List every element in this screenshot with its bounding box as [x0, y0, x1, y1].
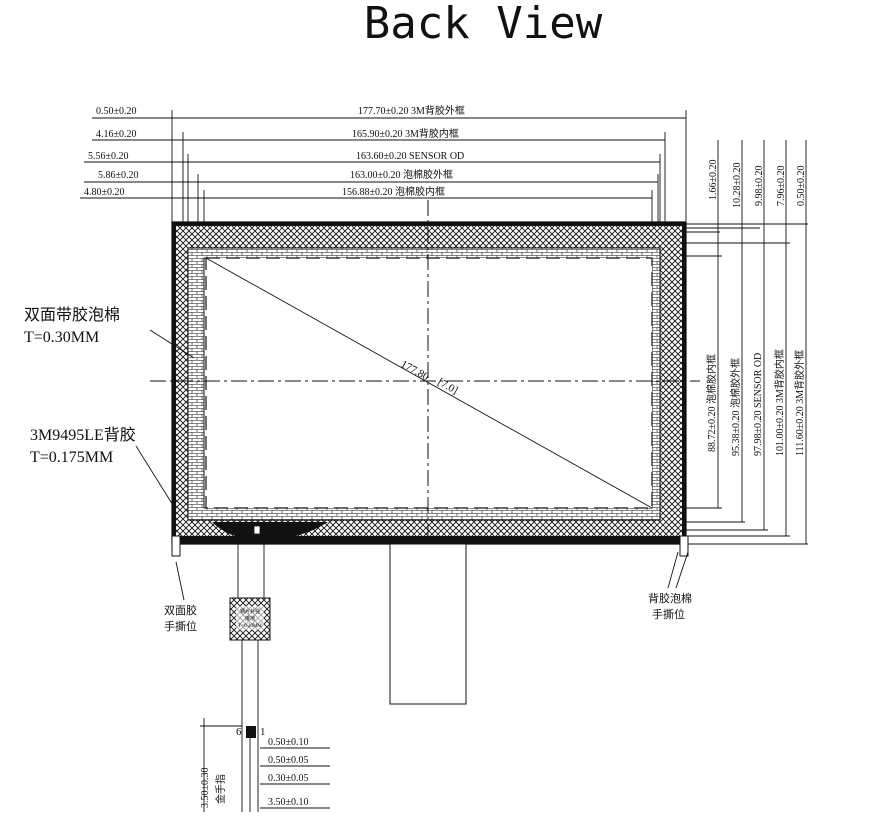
dim-right-1: 88.72±0.20 泡棉胶内框	[705, 354, 718, 452]
dim-top-4: 163.00±0.20 泡棉胶外框	[350, 168, 453, 181]
fpc-dim-4: 3.50±0.10	[268, 797, 309, 808]
left-tab-line1: 双面胶	[164, 603, 197, 617]
main-connector	[389, 543, 467, 705]
view-title: Back View	[364, 0, 603, 49]
right-dimensions: 1.66±0.20 10.28±0.20 9.98±0.20 7.96±0.20…	[652, 140, 808, 545]
dim-right-2: 95.38±0.20 泡棉胶外框	[729, 358, 742, 456]
dim-left-1: 0.50±0.20	[96, 106, 137, 117]
dim-top-3: 163.60±0.20 SENSOR OD	[356, 151, 464, 162]
dim-right-5: 111.60±0.20 3M背胶外框	[793, 350, 806, 456]
callouts: 双面带胶泡棉 T=0.30MM 3M9495LE背胶 T=0.175MM 双面胶…	[24, 306, 692, 633]
fpc-dim-1: 0.50±0.10	[268, 737, 309, 748]
dim-right-top-4: 7.96±0.20	[776, 166, 787, 207]
dim-top-5: 156.88±0.20 泡棉胶内框	[342, 185, 445, 198]
gold-finger-label: 金手指	[214, 774, 227, 804]
stiffener-line1: 钢片补强	[240, 608, 260, 615]
dim-right-top-2: 10.28±0.20	[732, 163, 743, 209]
dim-top-1: 177.70±0.20 3M背胶外框	[358, 104, 465, 117]
dim-top-2: 165.90±0.20 3M背胶内框	[352, 127, 459, 140]
dim-left-4: 5.86±0.20	[98, 170, 139, 181]
fpc-dim-2: 0.50±0.05	[268, 755, 309, 766]
dim-right-4: 101.00±0.20 3M背胶内框	[773, 349, 786, 456]
tear-tabs	[171, 535, 689, 557]
dim-right-top-1: 1.66±0.20	[708, 160, 719, 201]
right-tab-line2: 手撕位	[652, 607, 685, 621]
top-dimensions: 0.50±0.20 177.70±0.20 3M背胶外框 4.16±0.20 1…	[80, 104, 687, 246]
gold-length: 3.50±0.30	[200, 768, 211, 809]
panel-body: 177.80 [7.0]	[150, 200, 700, 545]
dim-left-2: 4.16±0.20	[96, 129, 137, 140]
foam-callout-line2: T=0.30MM	[24, 329, 99, 346]
left-tab-line2: 手撕位	[164, 619, 197, 633]
fpc-tail: 钢片补强 接地 T=0.20MM 6 1 3.50±0.30 金手指 0.50±…	[200, 540, 330, 812]
adhesive-callout-line1: 3M9495LE背胶	[30, 426, 136, 444]
pin-left: 6	[236, 726, 242, 738]
pin-right: 1	[260, 726, 266, 738]
dim-left-3: 5.56±0.20	[88, 151, 129, 162]
right-tab-line1: 背胶泡棉	[648, 591, 692, 605]
stiffener-line3: T=0.20MM	[238, 624, 262, 629]
adhesive-callout-line2: T=0.175MM	[30, 449, 113, 466]
dim-right-top-3: 9.98±0.20	[754, 166, 765, 207]
dim-left-5: 4.80±0.20	[84, 187, 125, 198]
stiffener-line2: 接地	[245, 615, 255, 622]
fpc-dim-3: 0.30±0.05	[268, 773, 309, 784]
dim-right-3: 97.98±0.20 SENSOR OD	[753, 353, 764, 456]
foam-callout-line1: 双面带胶泡棉	[24, 306, 120, 324]
dim-right-top-5: 0.50±0.20	[796, 166, 807, 207]
